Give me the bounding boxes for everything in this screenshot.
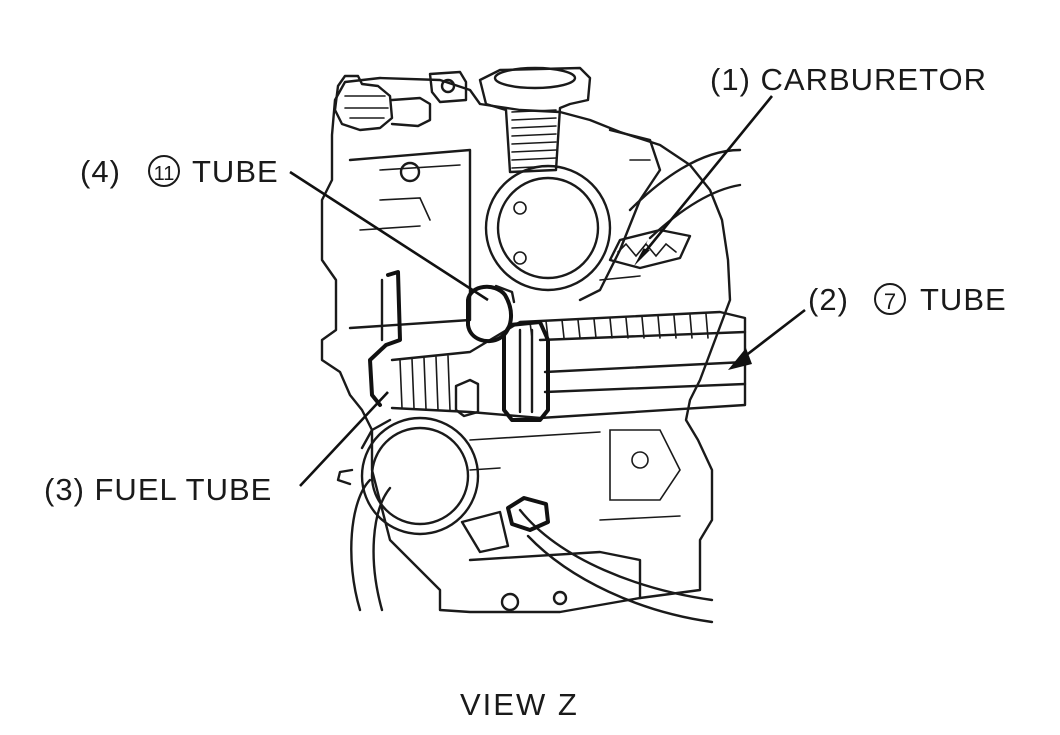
carburetor-body (320, 76, 732, 614)
tube-clamp (502, 320, 550, 422)
svg-text:TUBE: TUBE (920, 282, 1007, 317)
top-flange (428, 70, 468, 104)
throttle-bore (484, 164, 612, 292)
inlet-throat (478, 66, 592, 174)
svg-text:TUBE: TUBE (192, 154, 279, 189)
leader-tube-11 (289, 170, 489, 302)
label-carburetor: (1) CARBURETOR (710, 62, 987, 97)
lower-port (360, 416, 480, 536)
idle-adjuster-knob (333, 74, 394, 132)
arrow-tube-7 (728, 348, 752, 370)
label-tube-11: (4) 11 TUBE (80, 154, 279, 189)
tube-11-elbow (466, 284, 513, 344)
label-fuel-tube: (3) FUEL TUBE (44, 472, 272, 507)
carburetor-illustration (320, 66, 747, 624)
leader-lines (289, 95, 806, 487)
lower-right-hose (518, 508, 714, 624)
fuel-tube-illustration (350, 478, 392, 612)
svg-text:7: 7 (884, 289, 896, 314)
leader-carburetor (638, 95, 774, 259)
circled-number-11-badge (148, 155, 180, 187)
leader-tube-7 (739, 308, 806, 362)
left-bracket (368, 270, 402, 407)
leader-fuel-tube (299, 391, 389, 487)
caption-view-z: VIEW Z (460, 687, 579, 722)
svg-text:(4): (4) (80, 154, 121, 189)
svg-text:11: 11 (154, 163, 175, 185)
circled-number-7-badge (874, 283, 906, 315)
tube-7-illustration (390, 310, 747, 420)
label-tube-7: (2) 7 TUBE (808, 282, 1007, 317)
svg-text:(2): (2) (808, 282, 849, 317)
